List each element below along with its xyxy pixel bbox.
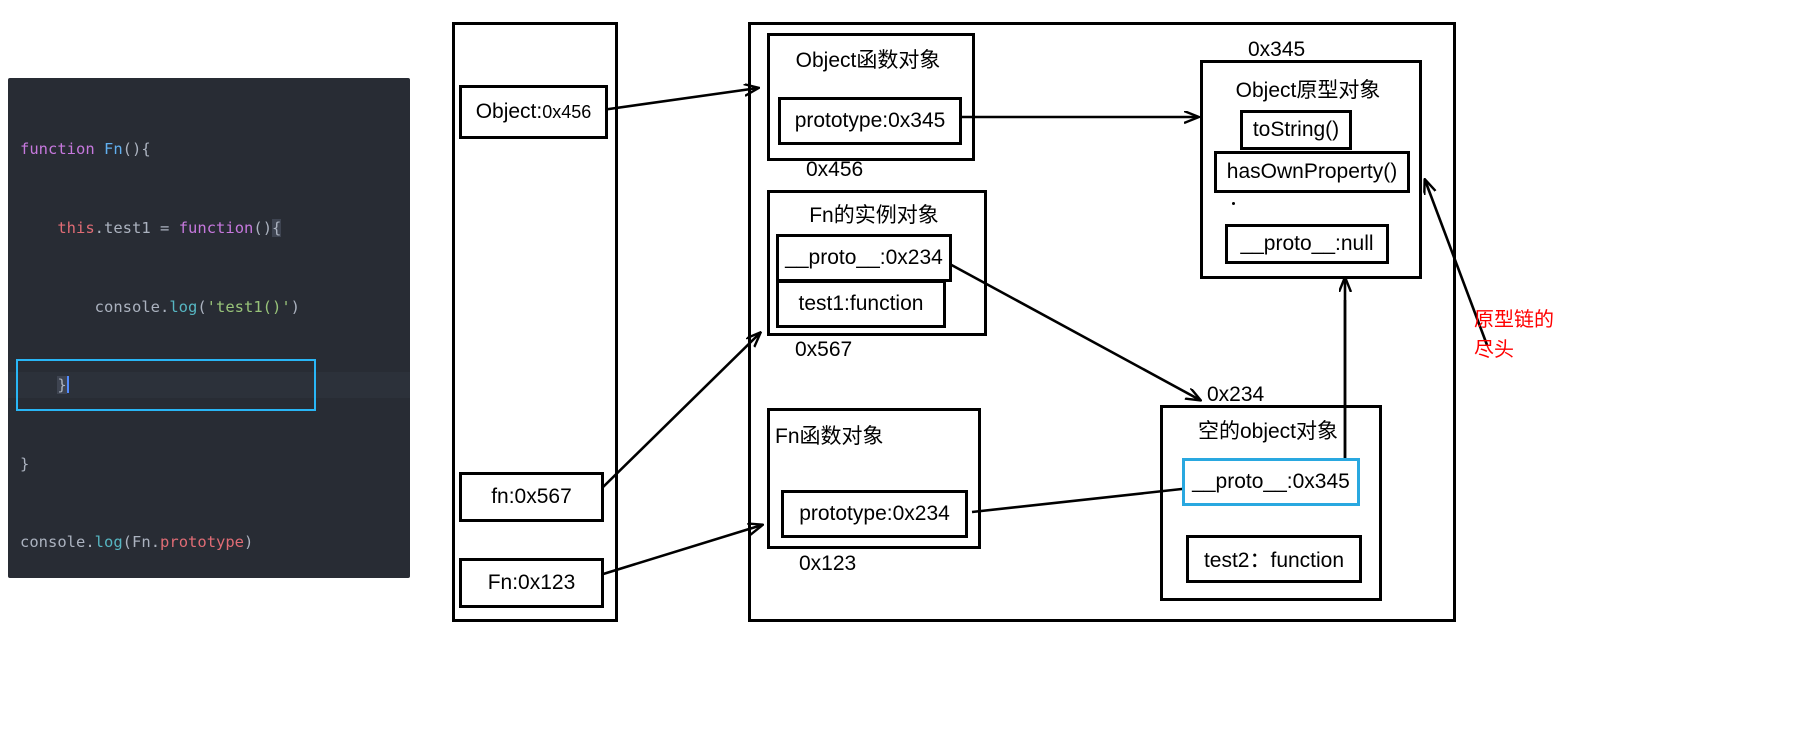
- code-line: this.test1 = function(){: [57, 219, 282, 237]
- stack-entry-fn[interactable]: fn:0x567: [459, 472, 604, 522]
- stack-entry-object[interactable]: Object:0x456: [459, 85, 608, 139]
- heap-object-objectfn-title: Object函数对象: [795, 49, 941, 72]
- arrow-Fn-to-fnfunction: [599, 525, 762, 577]
- code-lines: function Fn(){ this.test1 = function(){ …: [8, 78, 410, 578]
- heap-field-hasownproperty[interactable]: hasOwnProperty(): [1214, 151, 1410, 193]
- heap-object-emptyobject-address: 0x234: [1207, 383, 1265, 406]
- arrow-object-to-objectfn: [601, 88, 758, 112]
- code-line: console.log(Fn.prototype): [20, 533, 254, 552]
- heap-frame: [748, 22, 1456, 622]
- stack-entry-fn-label: fn:0x567: [491, 485, 572, 508]
- heap-field-empty-proto[interactable]: __proto__:0x345: [1182, 458, 1360, 506]
- heap-field-empty-test2-label: test2：function: [1203, 549, 1345, 572]
- arrow-fn-to-instance: [599, 333, 760, 491]
- heap-object-objectfn: [767, 33, 975, 161]
- code-editor-panel[interactable]: function Fn(){ this.test1 = function(){ …: [8, 78, 410, 578]
- heap-object-fnfunction-address: 0x123: [799, 552, 857, 575]
- stack-entry-Fn[interactable]: Fn:0x123: [459, 558, 604, 608]
- prototype-chain-end-note: 原型链的 尽头: [1474, 305, 1554, 365]
- stack-frame: [452, 22, 618, 622]
- heap-field-instance-proto-label: __proto__:0x234: [785, 246, 943, 269]
- heap-object-instance: [767, 190, 987, 336]
- heap-object-instance-title: Fn的实例对象: [809, 204, 939, 227]
- heap-field-empty-test2[interactable]: test2：function: [1186, 535, 1362, 583]
- heap-field-instance-test1-label: test1:function: [798, 292, 924, 315]
- heap-field-fn-prototype-label: prototype:0x234: [799, 502, 950, 525]
- heap-field-tostring[interactable]: toString(): [1240, 110, 1352, 150]
- heap-object-fnfunction: [767, 408, 981, 549]
- heap-field-instance-proto[interactable]: __proto__:0x234: [776, 234, 952, 282]
- heap-field-empty-proto-label: __proto__:0x345: [1192, 470, 1350, 493]
- heap-field-proto-null[interactable]: __proto__:null: [1225, 224, 1389, 264]
- heap-object-instance-address: 0x567: [795, 338, 853, 361]
- code-line: function Fn(){: [20, 140, 151, 159]
- prototype-chain-end-note-line1: 原型链的: [1474, 309, 1554, 331]
- heap-field-hasownproperty-label: hasOwnProperty(): [1226, 160, 1398, 183]
- code-line: }: [20, 454, 30, 473]
- heap-object-objectprototype-title: Object原型对象: [1235, 79, 1381, 102]
- heap-object-objectprototype-address: 0x345: [1248, 38, 1306, 61]
- code-line: }: [8, 372, 410, 399]
- heap-object-objectprototype: [1200, 60, 1422, 279]
- heap-field-object-prototype[interactable]: prototype:0x345: [778, 97, 962, 145]
- heap-field-fn-prototype[interactable]: prototype:0x234: [781, 490, 968, 538]
- heap-field-instance-test1[interactable]: test1:function: [776, 280, 946, 328]
- heap-object-emptyobject: [1160, 405, 1382, 601]
- stack-entry-object-label: Object:0x456: [475, 100, 592, 123]
- stack-entry-Fn-label: Fn:0x123: [487, 571, 576, 594]
- heap-field-proto-null-label: __proto__:null: [1240, 232, 1374, 255]
- heap-object-emptyobject-title: 空的object对象: [1197, 420, 1339, 443]
- heap-field-tostring-label: toString(): [1252, 118, 1340, 141]
- heap-object-fnfunction-title: Fn函数对象: [775, 425, 884, 448]
- code-line: console.log('test1()'): [94, 297, 301, 316]
- heap-field-object-prototype-label: prototype:0x345: [794, 109, 946, 132]
- prototype-chain-end-note-line2: 尽头: [1474, 339, 1514, 361]
- heap-object-objectfn-address: 0x456: [806, 158, 864, 181]
- ellipsis-dot: [1232, 202, 1235, 205]
